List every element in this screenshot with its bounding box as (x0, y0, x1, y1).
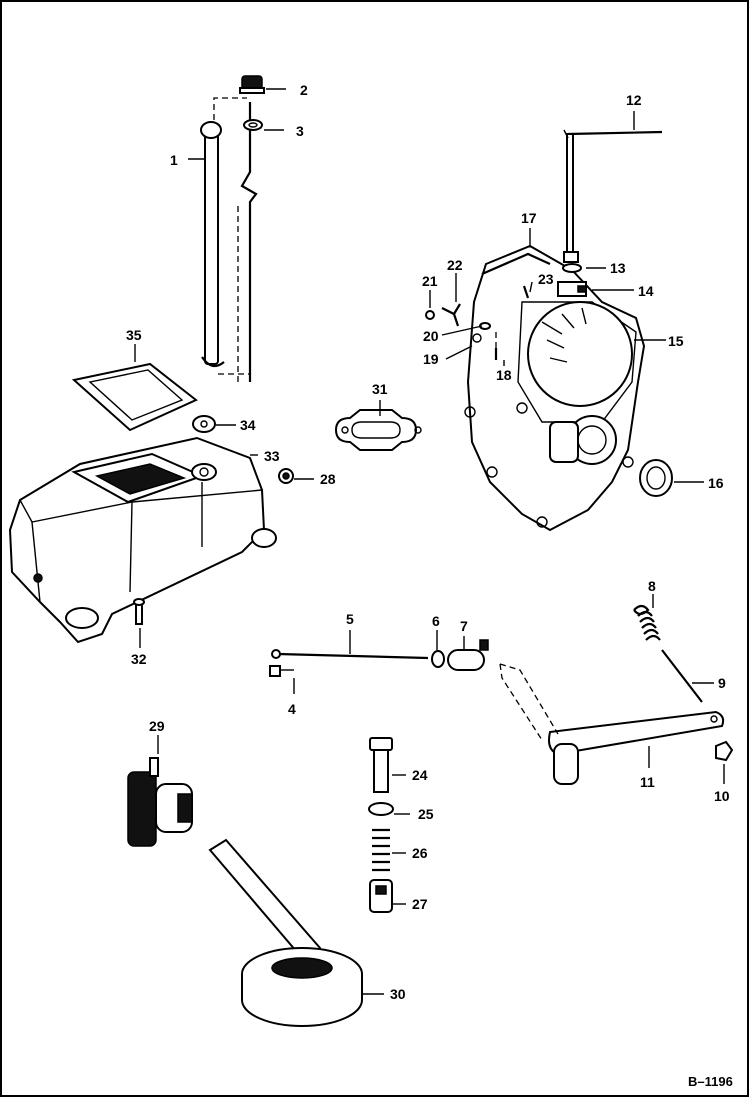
callout-10: 10 (714, 788, 730, 804)
callout-18: 18 (496, 367, 512, 383)
cover-gasket (334, 409, 422, 451)
washer-13 (562, 263, 582, 273)
callout-23: 23 (538, 271, 554, 287)
oil-pump-gear (127, 757, 193, 847)
callout-27: 27 (412, 896, 428, 912)
governor-rod (563, 129, 663, 263)
callout-22: 22 (447, 257, 463, 273)
clip-22 (441, 303, 461, 327)
relief-valve-stack (368, 737, 394, 913)
nut-10 (715, 740, 734, 762)
callout-5: 5 (346, 611, 354, 627)
lever-14 (557, 281, 587, 297)
pin-23 (522, 285, 530, 299)
callout-32: 32 (131, 651, 147, 667)
callout-13: 13 (610, 260, 626, 276)
callout-17: 17 (521, 210, 537, 226)
callout-4: 4 (288, 701, 296, 717)
callout-33: 33 (264, 448, 280, 464)
callout-8: 8 (648, 578, 656, 594)
leader-lines (134, 88, 725, 995)
callout-31: 31 (372, 381, 388, 397)
callout-20: 20 (423, 328, 439, 344)
callout-11: 11 (640, 774, 655, 790)
callout-3: 3 (296, 123, 304, 139)
callout-9: 9 (718, 675, 726, 691)
gasket-plate (71, 362, 198, 432)
callout-labels: 1 2 3 4 5 6 7 8 9 10 11 12 13 14 15 16 1… (126, 82, 730, 1002)
oil-pickup (208, 838, 363, 1027)
figure-reference: B–1196 (688, 1074, 733, 1089)
oil-seal-16 (639, 459, 673, 497)
callout-25: 25 (418, 806, 434, 822)
callout-6: 6 (432, 613, 440, 629)
callout-2: 2 (300, 82, 308, 98)
callout-15: 15 (668, 333, 684, 349)
callout-35: 35 (126, 327, 142, 343)
drain-plug (278, 468, 294, 484)
callout-19: 19 (423, 351, 439, 367)
dipstick-tube-assembly (200, 75, 265, 382)
callout-12: 12 (626, 92, 642, 108)
callout-1: 1 (170, 152, 178, 168)
gear-cover-housing (464, 244, 646, 532)
callout-30: 30 (390, 986, 406, 1002)
callout-21: 21 (422, 273, 438, 289)
callout-34: 34 (240, 417, 256, 433)
callout-24: 24 (412, 767, 428, 783)
oil-pan (8, 436, 277, 644)
callout-26: 26 (412, 845, 428, 861)
screw-21 (425, 310, 435, 320)
governor-arm (499, 663, 725, 785)
callout-28: 28 (320, 471, 336, 487)
callout-7: 7 (460, 618, 468, 634)
governor-spring (633, 604, 703, 703)
tube-flange (192, 415, 216, 433)
callout-16: 16 (708, 475, 724, 491)
callout-14: 14 (638, 283, 654, 299)
pan-bolt (133, 598, 145, 625)
callout-29: 29 (149, 718, 165, 734)
linkage-rod (269, 639, 489, 677)
